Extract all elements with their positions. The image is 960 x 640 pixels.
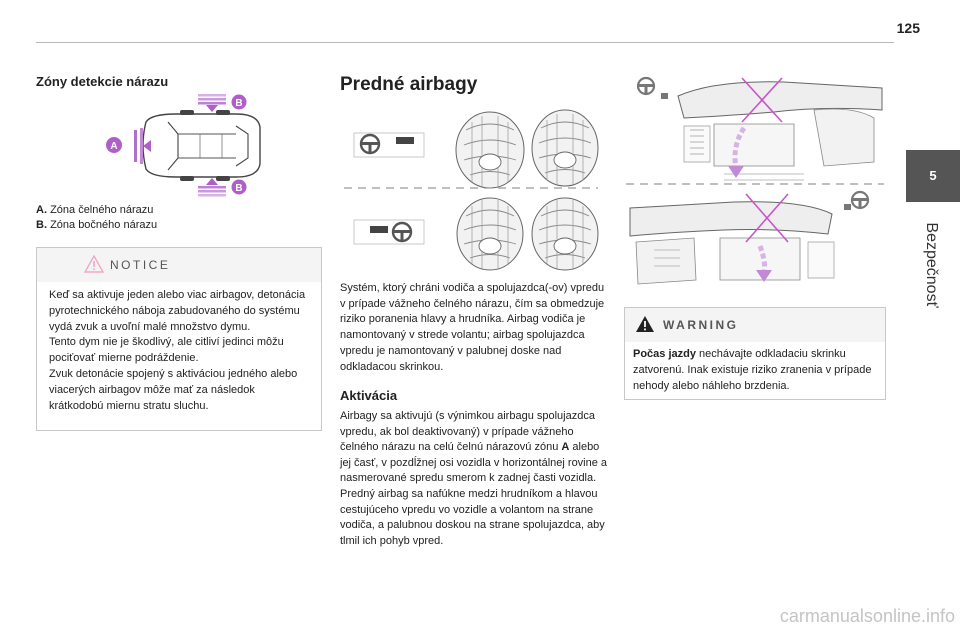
steering-wheel-right-icon xyxy=(391,221,413,243)
airbag-indicator-icon xyxy=(844,204,851,210)
zone-a-marker-label: A xyxy=(110,141,117,152)
warning-header: WARNING xyxy=(625,308,885,342)
crash-zones-title: Zóny detekcie nárazu xyxy=(36,74,169,89)
passenger-airbag-inflated-icon xyxy=(531,109,599,187)
driver-airbag-inflated-lower-icon xyxy=(531,197,599,271)
chapter-title: Bezpečnosť xyxy=(923,222,940,308)
notice-box: NOTICE Keď sa aktivuje jeden alebo viac … xyxy=(36,247,322,431)
passenger-airbag-indicator-icon xyxy=(396,137,414,144)
page-number: 125 xyxy=(896,20,920,36)
watermark: carmanualsonline.info xyxy=(779,606,955,626)
steering-wheel-left-icon xyxy=(636,76,656,96)
zone-b-bottom-marker xyxy=(231,179,247,195)
zone-b-bottom-marker-label: B xyxy=(235,183,242,194)
glovebox-open-arrow-icon xyxy=(756,245,772,282)
legend-item-a: A. Zóna čelného nárazu xyxy=(36,204,154,216)
steering-wheel-left-icon xyxy=(359,133,381,155)
header-rule xyxy=(36,42,894,43)
glovebox-illustration xyxy=(626,76,884,285)
car-top-view xyxy=(142,113,261,178)
side-impact-arrow-top-icon xyxy=(198,94,226,112)
driver-airbag-inflated-icon xyxy=(455,111,525,189)
airbag-deployment-cross-icon xyxy=(745,193,789,243)
warning-title: WARNING xyxy=(663,318,739,332)
warning-triangle-icon xyxy=(636,316,654,332)
crash-zones-legend: A. Zóna čelného nárazu B. Zóna bočného n… xyxy=(36,203,157,233)
chapter-tab[interactable]: 5 xyxy=(906,150,960,202)
notice-title: NOTICE xyxy=(110,258,171,272)
airbag-deployment-cross-icon xyxy=(741,77,783,123)
front-impact-arrow-icon xyxy=(134,128,151,164)
warning-body: Počas jazdy nechávajte odkladaciu skrink… xyxy=(633,348,872,392)
warning-box: WARNING Počas jazdy nechávajte odkladaci… xyxy=(624,307,886,400)
front-airbags-description: Systém, ktorý chráni vodiča a spolujazdc… xyxy=(340,282,605,373)
zone-reference: A xyxy=(561,441,570,454)
dashboard-bottom-view xyxy=(629,201,835,285)
warning-triangle-icon xyxy=(84,255,104,273)
legend-item-b: B. Zóna bočného nárazu xyxy=(36,219,158,231)
side-impact-arrow-bottom-icon xyxy=(198,178,226,197)
activation-paragraph: Airbagy sa aktivujú (s výnimkou airbagu … xyxy=(340,410,608,485)
notice-paragraph: Keď sa aktivuje jeden alebo viac airbago… xyxy=(49,289,306,333)
dashboard-top-view xyxy=(677,81,883,181)
notice-body: Keď sa aktivuje jeden alebo viac airbago… xyxy=(37,282,321,414)
zone-b-top-marker-label: B xyxy=(235,98,242,109)
activation-text: Airbagy sa aktivujú (s výnimkou airbagu … xyxy=(340,409,610,549)
activation-paragraph: Predný airbag sa nafúkne medzi hrudníkom… xyxy=(340,487,605,547)
steering-wheel-right-icon xyxy=(850,190,870,210)
activation-title: Aktivácia xyxy=(340,388,398,403)
glovebox-open-arrow-icon xyxy=(728,126,747,178)
zone-a-marker xyxy=(106,137,122,153)
front-airbags-title: Predné airbagy xyxy=(340,74,478,95)
crash-zones-diagram: A B B xyxy=(106,94,261,197)
passenger-airbag-indicator-icon xyxy=(370,226,388,233)
zone-b-top-marker xyxy=(231,94,247,110)
airbag-indicator-icon xyxy=(661,93,668,99)
notice-paragraph: Zvuk detonácie spojený s aktiváciou jedn… xyxy=(49,367,298,412)
passenger-airbag-inflated-lower-icon xyxy=(456,197,524,271)
notice-paragraph: Tento dym nie je škodlivý, ale citliví j… xyxy=(49,336,284,365)
front-airbags-illustration xyxy=(344,109,599,271)
notice-header: NOTICE xyxy=(37,248,321,282)
